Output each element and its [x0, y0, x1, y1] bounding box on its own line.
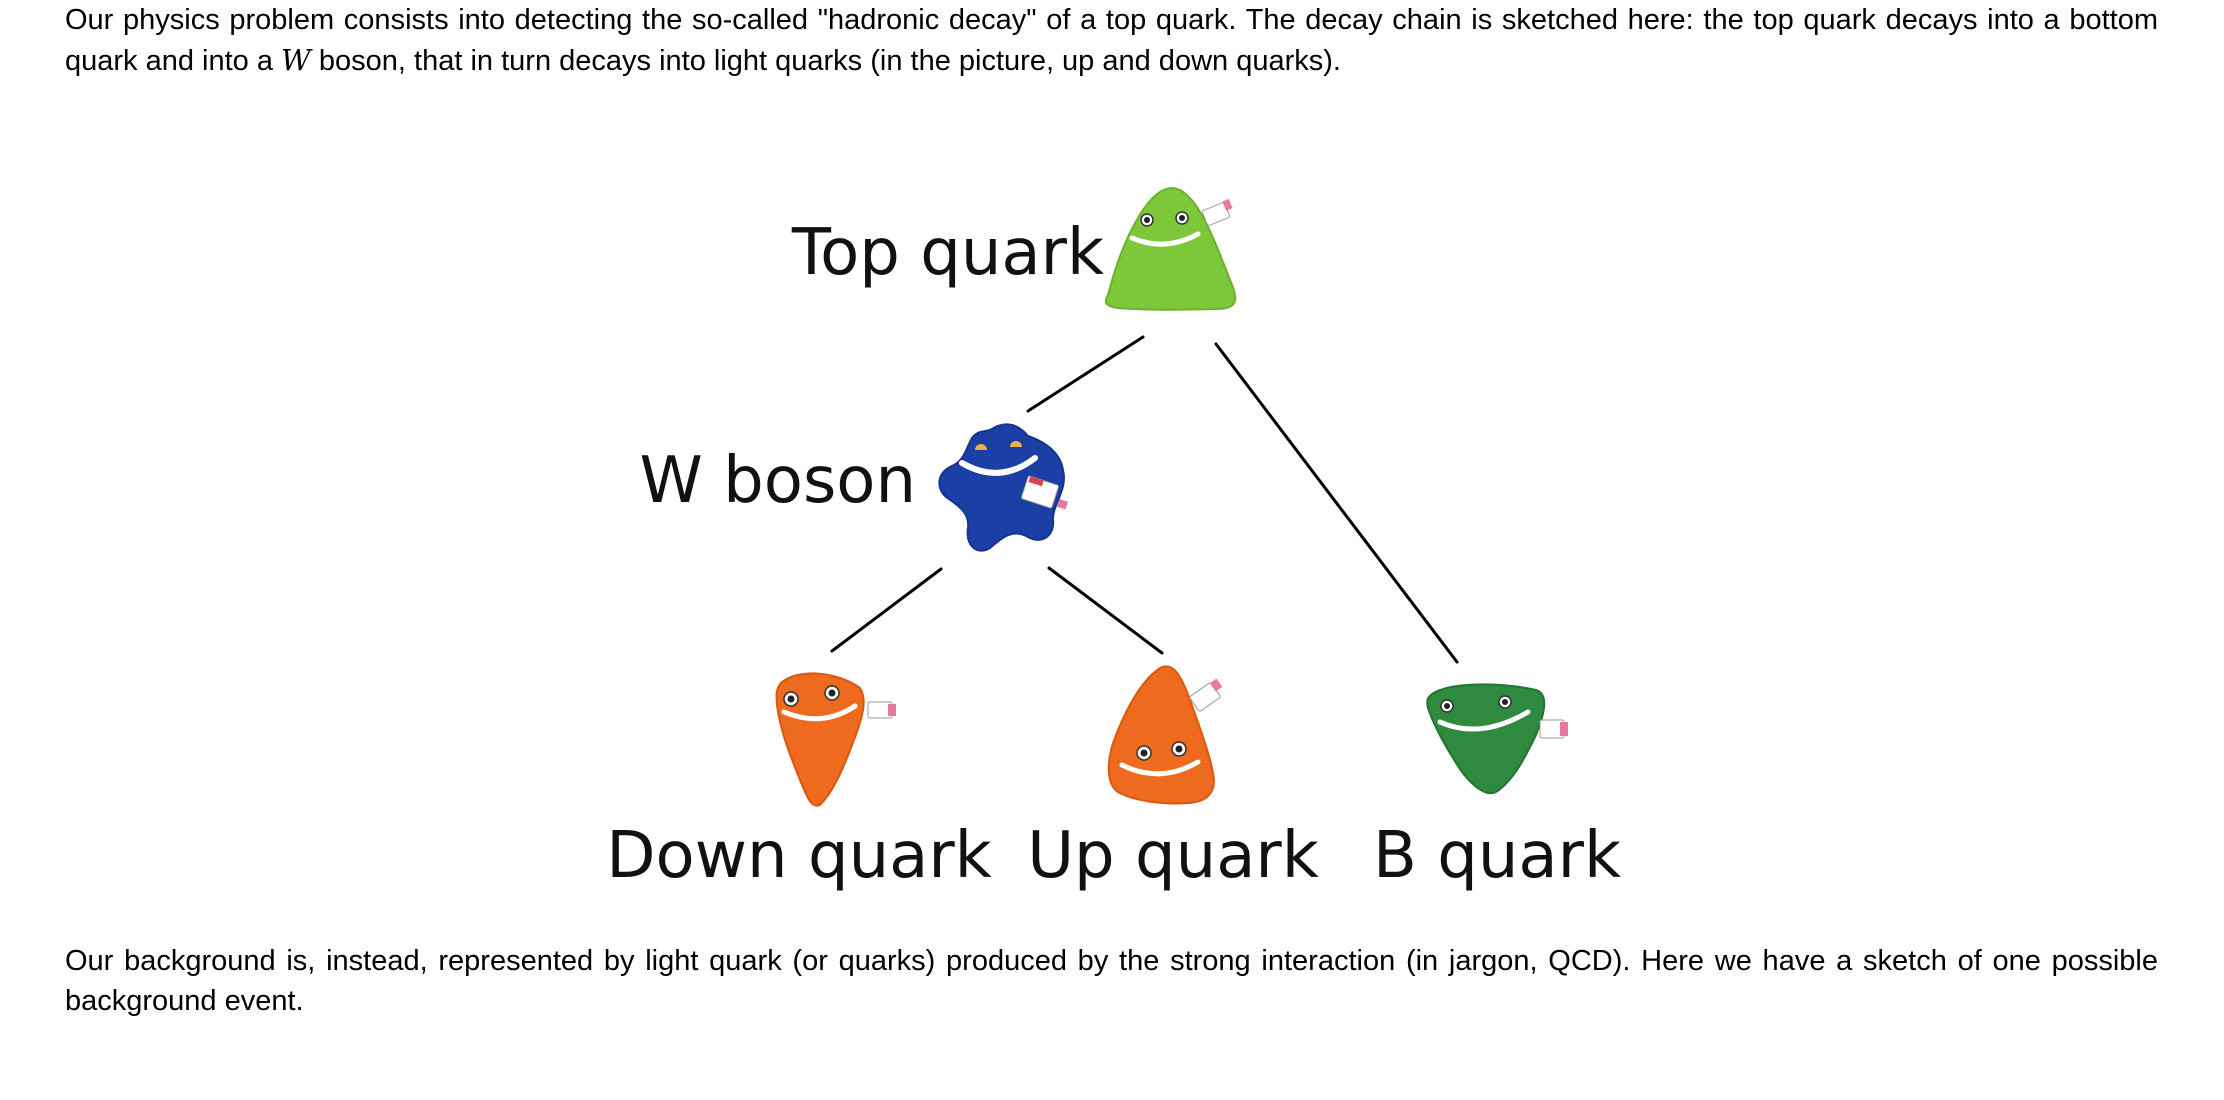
- intro-text-part2: boson, that in turn decays into light qu…: [310, 45, 1341, 77]
- b-quark-plush-icon: [1426, 683, 1568, 795]
- label-down-quark: Down quark: [606, 819, 991, 893]
- intro-paragraph: Our physics problem consists into detect…: [65, 0, 2158, 81]
- intro-text-part1: Our physics problem consists into detect…: [65, 4, 2158, 77]
- top-quark-plush-icon: [1104, 186, 1237, 311]
- line-w-to-up: [1047, 566, 1164, 655]
- label-top-quark: Top quark: [791, 216, 1104, 290]
- down-quark-plush-icon: [775, 672, 896, 807]
- label-w-boson: W boson: [640, 444, 916, 518]
- w-math-variable: W: [281, 43, 311, 77]
- w-boson-plush-icon: [938, 423, 1068, 552]
- line-top-to-w: [1026, 335, 1145, 413]
- label-up-quark: Up quark: [1027, 819, 1319, 893]
- line-top-to-b: [1214, 342, 1459, 664]
- up-quark-plush-icon: [1107, 665, 1223, 805]
- background-paragraph: Our background is, instead, represented …: [65, 945, 2158, 1017]
- line-w-to-down: [830, 567, 943, 653]
- label-b-quark: B quark: [1373, 819, 1621, 893]
- decay-lines: [830, 335, 1459, 664]
